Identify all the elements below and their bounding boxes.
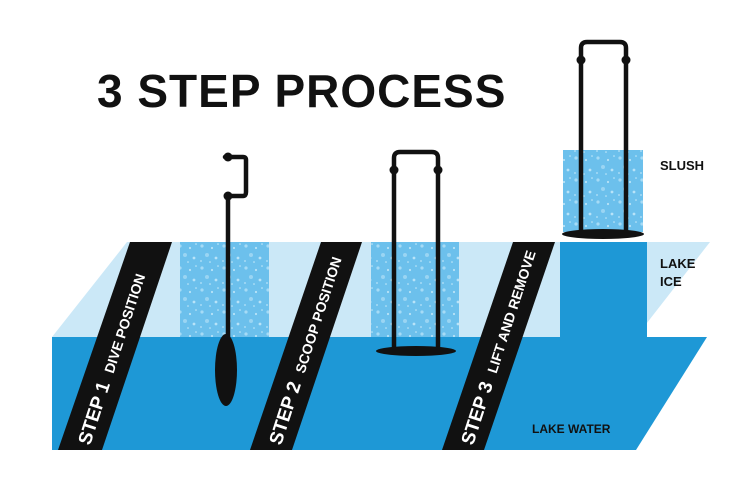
scoop-tool-dive [215, 152, 249, 406]
tool3-scoop-disk [562, 229, 644, 239]
slush-block-step2 [371, 242, 459, 337]
tool1-blade [215, 334, 237, 406]
scoop-tool-scoop [376, 149, 456, 356]
tool1-handle [222, 154, 249, 383]
tool3-knob-left [576, 55, 586, 65]
slush-block-lifted [563, 150, 643, 232]
slush-label: SLUSH [660, 158, 704, 173]
tool1-knob-top [223, 152, 233, 162]
tool3-knob-right [621, 55, 631, 65]
tool3-frame [578, 39, 629, 233]
slush-block-step1 [180, 242, 269, 337]
lake-water-label: LAKE WATER [532, 422, 611, 436]
tool1-knob-bottom [223, 191, 233, 201]
ice-hole [560, 242, 647, 337]
step1-stripe [58, 242, 172, 450]
step3-stripe [442, 242, 555, 450]
lake-ice-label-line1: LAKE [660, 256, 696, 271]
lake-ice-label-line2: ICE [660, 274, 682, 289]
tool2-frame [391, 149, 441, 350]
tool2-knob-right [433, 165, 443, 175]
tool2-scoop-disk [376, 346, 456, 356]
scoop-tool-lift [562, 39, 644, 239]
step2-stripe [250, 242, 362, 450]
page-title: 3 STEP PROCESS [97, 65, 506, 117]
tool2-knob-left [389, 165, 399, 175]
